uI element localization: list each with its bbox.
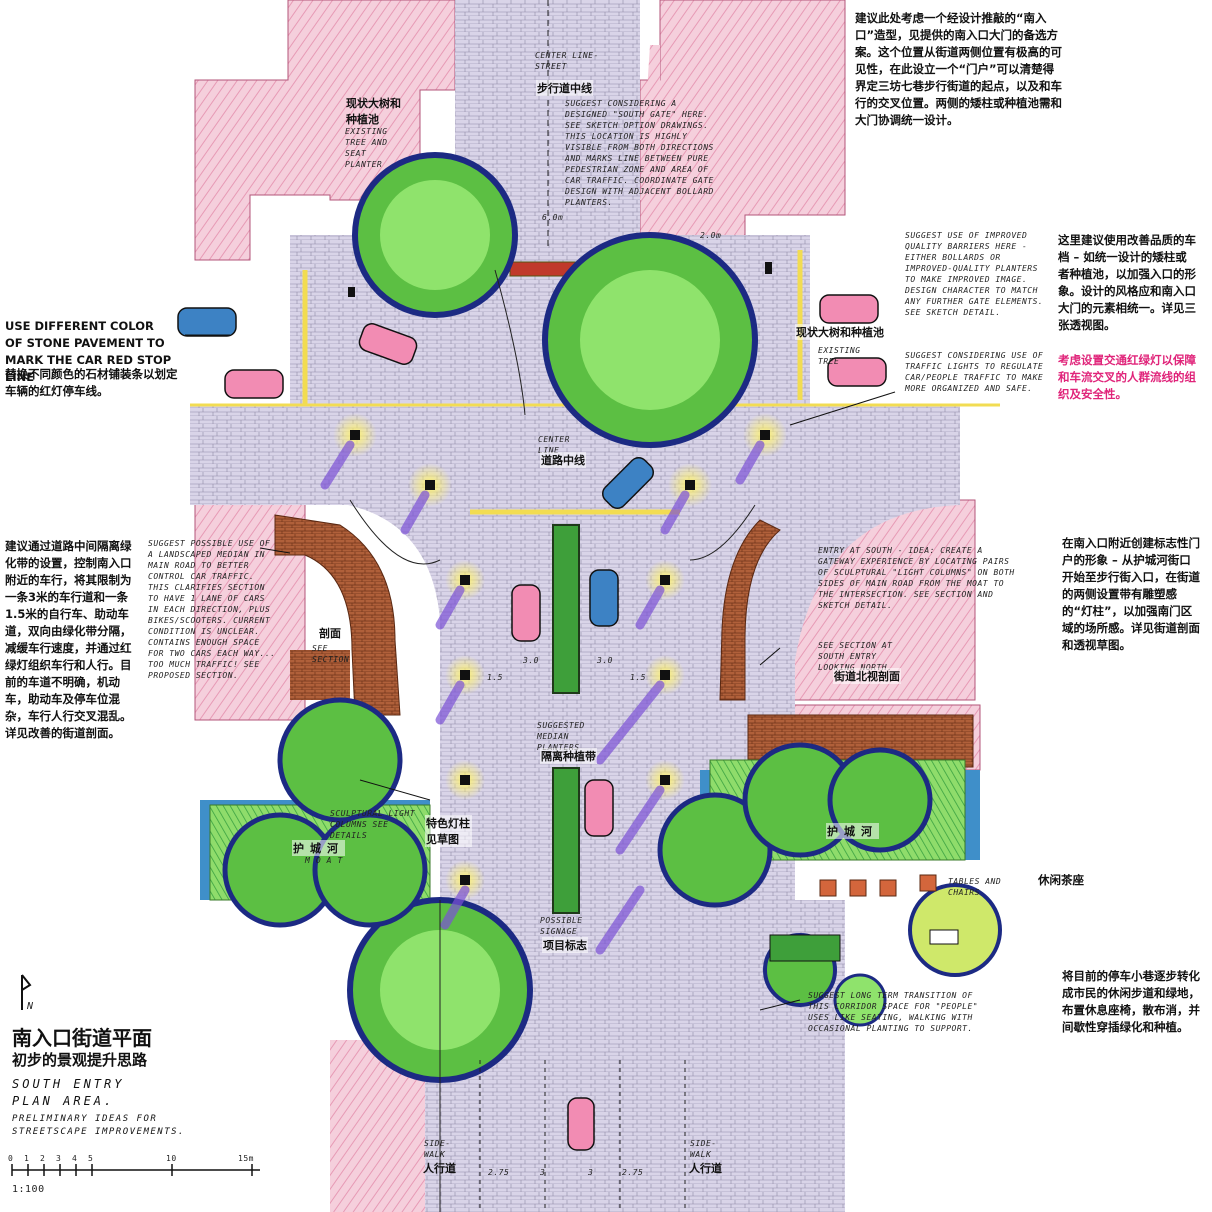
- median-planter-north: [552, 524, 580, 694]
- label-existing-tree: 现状大树和种植池: [346, 97, 401, 126]
- label-sidewalk-left: 人行道: [423, 1162, 456, 1175]
- hand-tables: TABLES AND CHAIRS: [948, 877, 1002, 897]
- hand-sidewalk-left: SIDE-WALK: [424, 1139, 451, 1159]
- note-south-gate-cn: 建议此处考虑一个经设计推敲的“南入口”造型，见提供的南入口大门的备选方案。这个位…: [855, 11, 1062, 127]
- hand-barriers: SUGGEST USE OF IMPROVED QUALITY BARRIERS…: [905, 231, 1044, 317]
- hand-sculptural: SCULPTURAL LIGHT COLUMNS SEE DETAILS: [330, 809, 416, 840]
- scale-tick-4: 4: [72, 1154, 78, 1163]
- scale-tick-0: 0: [8, 1154, 14, 1163]
- scale-tick-3: 3: [56, 1154, 62, 1163]
- title-en-main: SOUTH ENTRY PLAN AREA.: [12, 1077, 125, 1108]
- hand-see-section: SEE SECTION: [312, 644, 350, 664]
- hand-moat: MOAT: [305, 856, 349, 865]
- hand-signage: POSSIBLE SIGNAGE: [540, 916, 583, 936]
- title-en-sub: PRELIMINARY IDEAS FOR STREETSCAPE IMPROV…: [12, 1114, 185, 1137]
- title-cn-main: 南入口街道平面: [12, 1026, 152, 1050]
- note-gateway-cn: 在南入口附近创建标志性门户的形象 – 从护城河街口开始至步行街入口，在街道的两侧…: [1062, 536, 1200, 652]
- label-signage: 项目标志: [542, 937, 588, 953]
- corridor-planter: [769, 934, 841, 962]
- median-planter-south: [552, 767, 580, 914]
- hand-corridor: SUGGEST LONG TERM TRANSITION OF THIS COR…: [808, 991, 979, 1033]
- note-stone-pavement-cn: 替换不同颜色的石材铺装条以划定车辆的红灯停车线。: [5, 367, 178, 398]
- title-cn-sub: 初步的景观提升思路: [12, 1051, 148, 1069]
- scale-tick-2: 2: [40, 1154, 46, 1163]
- dim-bottom-3: 3: [588, 1168, 594, 1177]
- dim-1-5m-right: 1.5: [630, 673, 646, 682]
- label-walk-center: 步行道中线: [536, 80, 593, 96]
- hand-center-line-street: CENTER LINE-STREET: [535, 51, 599, 71]
- label-street-north-section: 街道北视剖面: [833, 668, 901, 684]
- scale-bar: [11, 1164, 260, 1176]
- hand-existing-tree: EXISTING TREE AND SEAT PLANTER: [345, 127, 388, 169]
- dim-bottom-1: 2.75: [488, 1168, 510, 1177]
- dim-bottom-2: 3: [540, 1168, 546, 1177]
- note-barriers-cn: 这里建议使用改善品质的车档 – 如统一设计的矮柱或者种植池，以加强入口的形象。设…: [1058, 233, 1196, 332]
- corridor-bench: [929, 929, 959, 945]
- label-existing-tree-right: 现状大树和种植池: [795, 324, 885, 340]
- dim-3m-left: 3.0: [523, 656, 539, 665]
- hand-median: SUGGEST POSSIBLE USE OF A LANDSCAPED MED…: [148, 539, 276, 680]
- label-section: 剖面: [318, 625, 342, 641]
- scale-tick-10: 10: [166, 1154, 177, 1163]
- dim-1-5m-left: 1.5: [487, 673, 503, 682]
- hand-traffic-lights: SUGGEST CONSIDERING USE OF TRAFFIC LIGHT…: [905, 351, 1044, 393]
- label-sidewalk-right: 人行道: [689, 1162, 722, 1175]
- note-tea-cn: 休闲茶座: [1038, 873, 1084, 887]
- hand-sidewalk-right: SIDE-WALK: [690, 1139, 717, 1159]
- dim-6m: 6.0m: [542, 213, 564, 222]
- dim-bottom-4: 2.75: [622, 1168, 644, 1177]
- note-stone-pavement-en: USE DIFFERENT COLOR OF STONE PAVEMENT TO…: [5, 319, 172, 384]
- road-lines: [349, 0, 756, 1212]
- hand-section-north: SEE SECTION AT SOUTH ENTRY LOOKING NORTH…: [818, 641, 893, 672]
- label-moat-left: 护城河: [292, 840, 345, 856]
- hand-south-gate: SUGGEST CONSIDERING A DESIGNED "SOUTH GA…: [565, 99, 714, 207]
- north-arrow: [21, 974, 32, 1010]
- note-parking-corridor-cn: 将目前的停车小巷逐步转化成市民的休闲步道和绿地，布置休息座椅，散布消，并间歇性穿…: [1062, 969, 1200, 1034]
- dim-2m: 2.0m: [700, 231, 722, 240]
- scale-ratio: 1:100: [12, 1184, 45, 1195]
- hand-median-planters: SUGGESTED MEDIAN PLANTERS: [537, 721, 585, 752]
- scale-tick-5: 5: [88, 1154, 94, 1163]
- note-median-cn: 建议通过道路中间隔离绿化带的设置，控制南入口附近的车行，将其限制为一条3米的车行…: [5, 539, 132, 740]
- leader-lines: [185, 334, 896, 1011]
- cars: [177, 294, 887, 1151]
- brick-steps-left: [290, 650, 350, 700]
- light-shadows: [320, 440, 765, 955]
- label-moat-right: 护城河: [826, 823, 879, 839]
- hand-gateway: ENTRY AT SOUTH - IDEA: CREATE A GATEWAY …: [818, 546, 1015, 610]
- brick-planter-right: [719, 519, 781, 701]
- north-label: N: [27, 1001, 34, 1012]
- dim-3m-right: 3.0: [597, 656, 613, 665]
- hand-existing-tree-right: EXISTING TREE: [818, 346, 861, 366]
- label-road-center: 道路中线: [540, 452, 586, 468]
- scale-tick-1: 1: [24, 1154, 30, 1163]
- label-median-planting: 隔离种植带: [540, 748, 597, 764]
- scale-tick-15m: 15m: [238, 1154, 254, 1163]
- note-traffic-lights-cn: 考虑设置交通红绿灯以保障和车流交叉的人群流线的组织及安全性。: [1058, 353, 1196, 401]
- tables-and-chairs: [819, 874, 937, 897]
- hand-center-line: CENTER LINE: [538, 435, 570, 455]
- trees: [222, 152, 1002, 1083]
- label-light-columns: 特色灯柱见草图: [425, 815, 472, 847]
